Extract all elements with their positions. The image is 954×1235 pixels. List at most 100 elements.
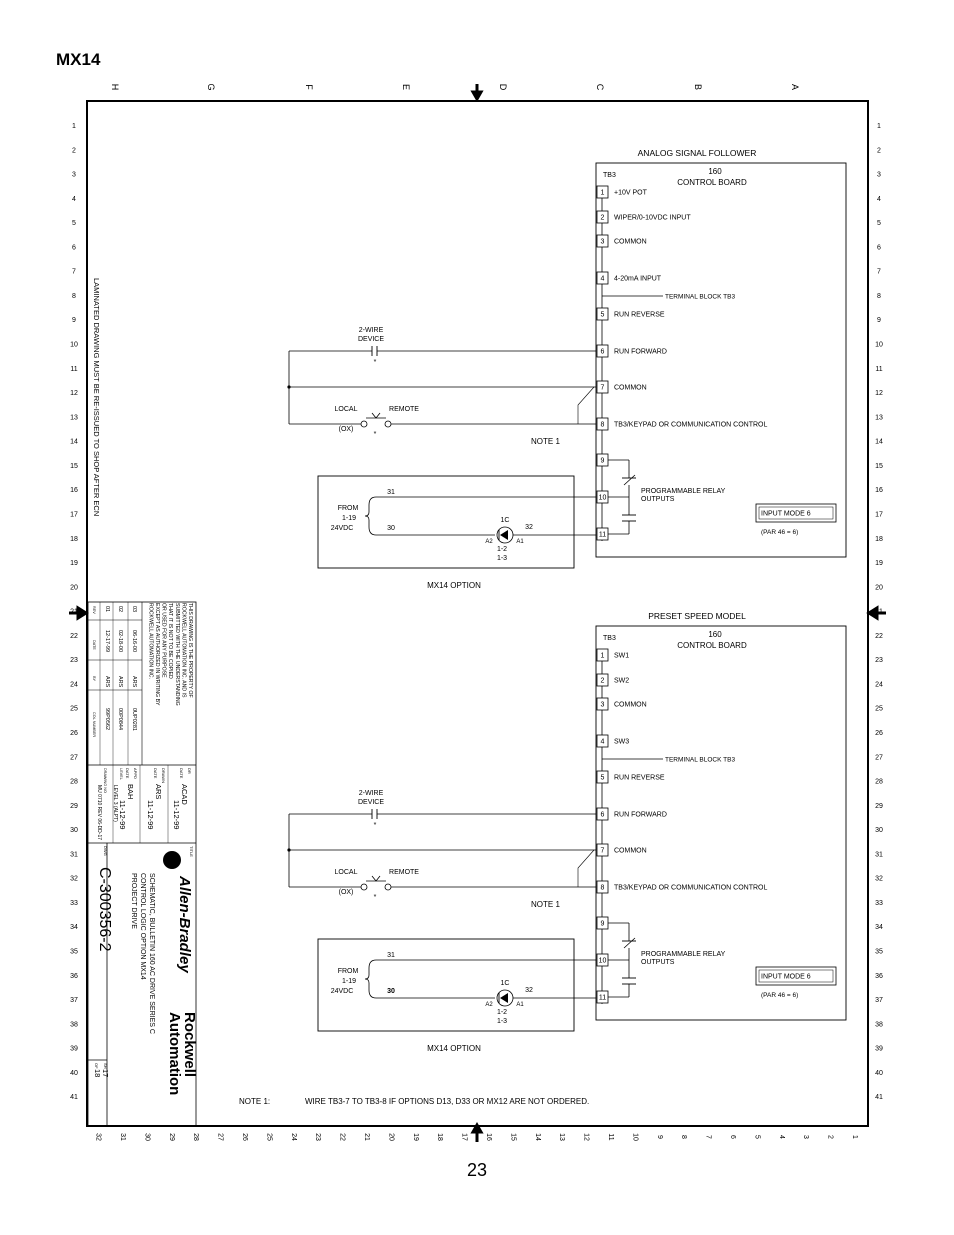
- terminal-label: SW1: [614, 653, 629, 660]
- row-number-right: 13: [875, 414, 883, 421]
- row-number-right: 24: [875, 681, 883, 688]
- ab-logo-letters: AB: [164, 856, 170, 865]
- terminal-number: 10: [599, 495, 607, 502]
- row-number-left: 27: [70, 754, 78, 761]
- row-number-right: 18: [875, 536, 883, 543]
- terminal-number: 4: [601, 739, 605, 746]
- input-mode-box: [755, 503, 837, 523]
- drawing-title: CONTROL LOGIC OPTION MX14: [139, 873, 146, 980]
- row-number-left: 28: [70, 779, 78, 786]
- row-number-left: 12: [70, 390, 78, 397]
- row-number-left: 5: [72, 220, 76, 227]
- terminal-number: 11: [599, 532, 606, 539]
- row-number-right: 11: [875, 366, 882, 373]
- allen-bradley-brand: Allen-Bradley: [176, 875, 193, 973]
- two-wire-label: DEVICE: [358, 336, 384, 343]
- row-number-left: 35: [70, 949, 78, 956]
- pin-label: A1: [516, 1002, 524, 1008]
- from-label: 24VDC: [331, 988, 354, 995]
- rev-header: REV: [92, 606, 96, 614]
- column-label: A: [790, 84, 800, 90]
- terminal-label: COMMON: [614, 848, 647, 855]
- terminal-number: 1: [601, 190, 605, 197]
- info-label: DR: [187, 768, 192, 774]
- row-number-left: 20: [70, 584, 78, 591]
- input-mode-inner: [758, 506, 834, 520]
- property-notice: THIS DRAWING IS THE PROPERTY OF: [187, 603, 193, 698]
- column-label: G: [206, 83, 216, 90]
- row-number-left: 32: [70, 876, 78, 883]
- option-box: [317, 938, 575, 1032]
- row-number-right: 29: [875, 803, 883, 810]
- terminal-label: COMMON: [614, 239, 647, 246]
- terminal-number: 5: [601, 775, 605, 782]
- column-label: E: [401, 84, 411, 90]
- bottom-number: 30: [143, 1133, 150, 1141]
- wire-number: 31: [387, 952, 395, 959]
- info-value: ARS: [154, 784, 163, 799]
- row-number-left: 18: [70, 536, 78, 543]
- row-number-left: 19: [70, 560, 78, 567]
- row-number-right: 34: [875, 924, 883, 931]
- drawing-number: C-300356-2: [96, 867, 113, 952]
- terminal-block-label: TERMINAL BLOCK TB3: [665, 757, 735, 764]
- row-number-left: 30: [70, 827, 78, 834]
- ox-label: (OX): [339, 889, 354, 896]
- info-label: DRAWN: [161, 768, 166, 783]
- terminal-number: 11: [599, 995, 606, 1002]
- rev-header: DATE: [92, 640, 96, 650]
- row-number-left: 9: [72, 317, 76, 324]
- column-label: H: [110, 84, 120, 91]
- info-value: ACAD: [180, 784, 189, 805]
- column-label: F: [304, 84, 314, 90]
- par-label: (PAR 46 = 6): [761, 992, 798, 999]
- bottom-number: 17: [461, 1133, 468, 1141]
- info-value: 11-12-99: [172, 800, 181, 829]
- row-number-right: 35: [875, 949, 883, 956]
- row-number-right: 15: [875, 463, 883, 470]
- ab-logo-icon: [163, 851, 181, 869]
- wire-number: 32: [525, 524, 533, 531]
- row-number-left: 31: [70, 851, 78, 858]
- sheet-number: 17: [101, 1069, 110, 1077]
- row-number-right: 3: [877, 172, 881, 179]
- row-number-right: 28: [875, 779, 883, 786]
- title-block: THIS DRAWING IS THE PROPERTY OFROCKWELL …: [87, 601, 198, 1127]
- bottom-number: 28: [192, 1133, 199, 1141]
- row-number-left: 23: [70, 657, 78, 664]
- bottom-number: 9: [656, 1135, 663, 1139]
- row-number-left: 13: [70, 414, 78, 421]
- circuit-title: PRESET SPEED MODEL: [648, 611, 746, 621]
- ox-label: (OX): [339, 426, 354, 433]
- coil-arrow: [500, 530, 508, 540]
- input-mode-inner: [758, 969, 834, 983]
- pin-label: A2: [485, 1002, 493, 1008]
- bottom-number: 32: [95, 1133, 102, 1141]
- bottom-number: 4: [778, 1135, 785, 1139]
- terminal-label: RUN REVERSE: [614, 312, 665, 319]
- relay-contact: [623, 937, 636, 949]
- info-label: DATE: [125, 768, 130, 779]
- from-label: 1-19: [342, 515, 356, 522]
- jumper-line: [577, 849, 595, 887]
- brace: [364, 959, 377, 999]
- row-number-left: 37: [70, 997, 78, 1004]
- rockwell-brand: Rockwell: [181, 1012, 198, 1077]
- row-number-right: 31: [875, 851, 883, 858]
- terminal-number: 7: [601, 385, 605, 392]
- coil-ref: 1-3: [497, 555, 507, 562]
- bottom-number: 24: [290, 1133, 297, 1141]
- selector-contact: [384, 420, 392, 428]
- asterisk: *: [374, 359, 377, 366]
- row-number-left: 22: [70, 633, 78, 640]
- row-number-right: 5: [877, 220, 881, 227]
- column-label: B: [693, 84, 703, 90]
- bottom-number: 15: [509, 1133, 516, 1141]
- page-number: 23: [466, 1160, 488, 1180]
- terminal-box: [596, 210, 609, 224]
- row-number-right: 32: [875, 876, 883, 883]
- row-number-left: 10: [70, 342, 78, 349]
